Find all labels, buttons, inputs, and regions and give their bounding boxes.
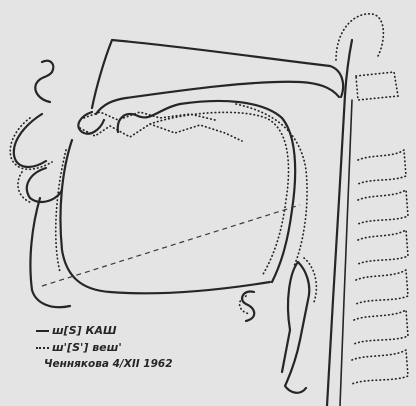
hard-palate-underside (96, 82, 339, 114)
vertebra-6 (352, 350, 408, 384)
legend-dotted-sample (36, 347, 49, 349)
legend-caption: Ченнякова 4/XII 1962 (44, 356, 173, 373)
vertebra-3 (358, 230, 408, 264)
mandible-line-dashed (42, 205, 300, 286)
legend-solid-sample (36, 330, 49, 332)
vertebra-1 (358, 150, 406, 184)
chin-outline (30, 198, 70, 307)
legend-row-solid: ш[S] КАШ (36, 322, 173, 339)
legend-caption-row: Ченнякова 4/XII 1962 (36, 356, 173, 373)
epiglottis-loop (242, 291, 254, 321)
tongue-outline-dotted (150, 112, 289, 276)
vertebra-2 (358, 190, 408, 224)
legend: ш[S] КАШ ш'[S'] веш' Ченнякова 4/XII 196… (36, 322, 173, 373)
upper-lip-solid (14, 114, 46, 167)
vertebra-4 (356, 270, 408, 304)
lower-lip-solid (27, 168, 62, 202)
nasopharynx-box-dotted (356, 72, 398, 100)
pharynx-top (345, 40, 352, 95)
larynx-dotted (304, 258, 316, 302)
legend-dotted-label: ш'[S'] веш' (52, 339, 122, 356)
velum-dotted (236, 104, 307, 266)
nose-tip (35, 61, 53, 102)
vertebra-5 (354, 310, 408, 344)
adenoid-arch-dotted (336, 14, 383, 60)
jaw-outline (60, 140, 270, 293)
teeth-dotted (80, 124, 242, 141)
legend-solid-label: ш[S] КАШ (52, 322, 117, 339)
legend-row-dotted: ш'[S'] веш' (36, 339, 173, 356)
